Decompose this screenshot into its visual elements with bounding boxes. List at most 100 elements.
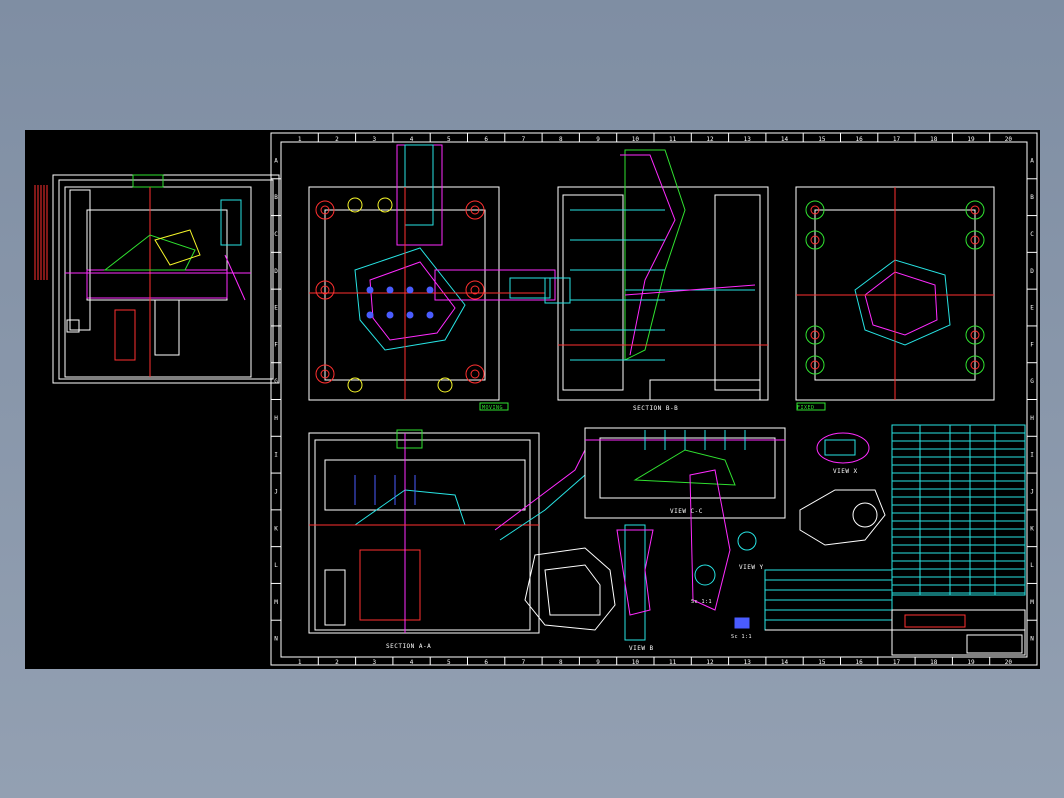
plan-ejector-3 (426, 286, 434, 294)
col-label-bottom-11: 11 (669, 659, 677, 666)
title-block (891, 609, 1026, 656)
plan2-bolt-inner-5 (970, 235, 980, 245)
row-label-left-H: H (274, 415, 278, 422)
left-parting-plate (86, 269, 228, 299)
row-label-right-N: N (1030, 636, 1034, 643)
left-part-shape (103, 234, 196, 271)
plan2-bolt-outer-0 (805, 200, 825, 220)
tag-moving: MOVING (482, 405, 504, 411)
plan2-bolt-inner-1 (970, 205, 980, 215)
col-label-top-9: 9 (596, 136, 600, 143)
row-label-left-F: F (274, 341, 278, 348)
section-aa-frame (308, 432, 540, 634)
row-label-right-F: F (1030, 341, 1034, 348)
plan-guide-1 (377, 197, 393, 213)
section-bb-base (649, 379, 761, 401)
col-label-bottom-19: 19 (967, 659, 975, 666)
label-scale-b: Sc 1:1 (731, 634, 753, 640)
view-x-hatch (824, 439, 856, 456)
plan-ejector-4 (366, 311, 374, 319)
row-label-left-L: L (274, 562, 278, 569)
col-label-top-19: 19 (967, 136, 975, 143)
iso-part-right (799, 489, 886, 546)
section-aa-cavity (324, 459, 526, 511)
section-aa-core (359, 549, 421, 621)
view-cc-frame (584, 427, 786, 519)
plan2-tag-box (796, 402, 826, 411)
section-bb-right-plate (714, 194, 761, 391)
view-b-insert (624, 524, 646, 641)
label-view-x: VIEW X (833, 468, 858, 475)
view-cc-part (633, 449, 736, 486)
plan-guide-2 (347, 377, 363, 393)
plan-guide-0 (347, 197, 363, 213)
col-label-top-17: 17 (893, 136, 901, 143)
col-label-top-10: 10 (632, 136, 640, 143)
view-b-outline (616, 529, 654, 616)
col-label-bottom-12: 12 (706, 659, 714, 666)
col-label-top-12: 12 (706, 136, 714, 143)
plan2-bolt-inner-6 (810, 330, 820, 340)
row-label-left-K: K (274, 525, 278, 532)
left-sheet-frame (52, 174, 280, 384)
view-x-ellipse (816, 432, 870, 464)
scale-b-block (734, 617, 750, 629)
plan-ejector-6 (406, 311, 414, 319)
col-label-bottom-8: 8 (559, 659, 563, 666)
plan-guide-3 (437, 377, 453, 393)
left-ejector (114, 309, 136, 361)
plan-bolt-outer-4 (315, 280, 335, 300)
row-label-left-E: E (274, 305, 278, 312)
col-label-bottom-15: 15 (818, 659, 826, 666)
col-label-top-11: 11 (669, 136, 677, 143)
col-label-top-13: 13 (744, 136, 752, 143)
bom-table-upper (891, 424, 1026, 596)
tag-fixed: FIXED (797, 405, 815, 411)
plan-bolt-inner-0 (320, 205, 330, 215)
plan-ejector-2 (406, 286, 414, 294)
left-guide-block (69, 189, 91, 331)
col-label-top-4: 4 (410, 136, 414, 143)
plan-ejector-1 (386, 286, 394, 294)
section-aa-slide-inner (499, 474, 586, 541)
col-label-top-16: 16 (856, 136, 864, 143)
plan-bolt-outer-1 (465, 200, 485, 220)
label-view-y: VIEW Y (739, 564, 764, 571)
section-bb-left-plate (562, 194, 624, 391)
plan2-bolt-inner-0 (810, 205, 820, 215)
row-label-right-I: I (1030, 452, 1034, 459)
plan-bolt-inner-3 (470, 369, 480, 379)
section-aa-sprue (396, 429, 423, 449)
title-drawing-no (966, 634, 1023, 654)
plan-part-inner (369, 261, 456, 341)
col-label-bottom-20: 20 (1005, 659, 1013, 666)
col-label-bottom-1: 1 (298, 659, 302, 666)
iso-part-left-inner (544, 564, 601, 616)
cad-drawing: 1122334455667788991010111112121313141415… (34, 132, 1038, 666)
row-label-left-J: J (274, 488, 278, 495)
label-section-bb: SECTION B-B (633, 405, 679, 412)
plan-runner (404, 144, 434, 226)
plan2-part-inner (864, 271, 938, 336)
plan2-bolt-outer-7 (965, 325, 985, 345)
section-aa-block (324, 569, 346, 626)
col-label-bottom-10: 10 (632, 659, 640, 666)
plan2-bolt-outer-3 (965, 355, 985, 375)
plan-tag-box (479, 402, 509, 411)
plan-bolt-inner-5 (470, 285, 480, 295)
col-label-top-14: 14 (781, 136, 789, 143)
col-label-bottom-16: 16 (856, 659, 864, 666)
plan-slide-right (434, 269, 556, 301)
col-label-bottom-2: 2 (335, 659, 339, 666)
plan-ejector-0 (366, 286, 374, 294)
col-label-bottom-3: 3 (372, 659, 376, 666)
plan-part-outline (354, 247, 466, 351)
col-label-top-5: 5 (447, 136, 451, 143)
view-y-circle (737, 531, 757, 551)
row-label-left-G: G (274, 378, 278, 385)
col-label-bottom-4: 4 (410, 659, 414, 666)
row-label-right-K: K (1030, 525, 1034, 532)
plan2-bolt-outer-1 (965, 200, 985, 220)
section-bb-angle (624, 284, 756, 296)
col-label-bottom-14: 14 (781, 659, 789, 666)
